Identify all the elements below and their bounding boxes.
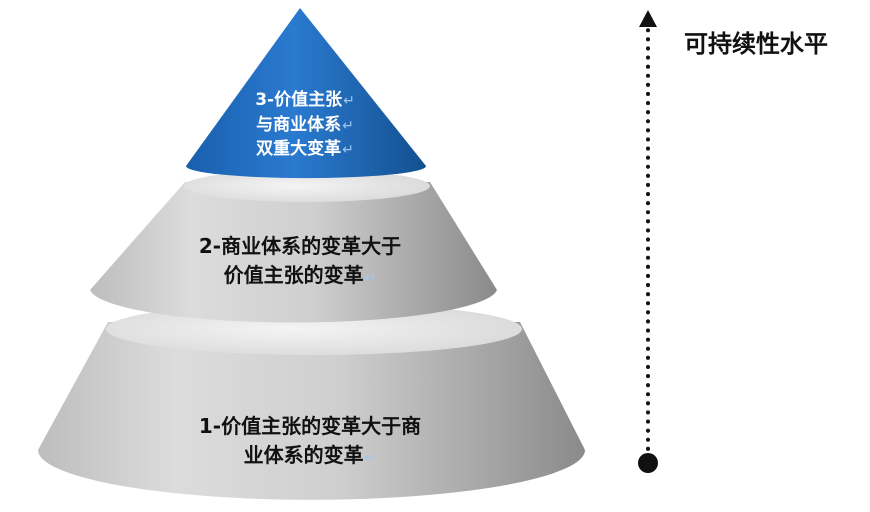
return-mark-icon: ↵ <box>342 117 354 134</box>
tier-3-label: 3-价值主张↵ 与商业体系↵ 双重大变革↵ <box>255 90 355 160</box>
axis-arrow-head-icon <box>639 10 657 27</box>
axis-label: 可持续性水平 <box>684 30 828 58</box>
tier-3-shape <box>186 8 426 179</box>
return-mark-icon: ↵ <box>364 450 377 466</box>
return-mark-icon: ↵ <box>343 93 355 109</box>
sustainability-axis <box>638 10 658 473</box>
tier-2-shape <box>90 170 497 323</box>
return-mark-icon: ↵ <box>364 270 377 286</box>
return-mark-icon: ↵ <box>342 142 354 159</box>
tier-2-label: 2-商业体系的变革大于 价值主张的变革↵ <box>198 234 402 287</box>
axis-origin-dot <box>638 453 658 473</box>
tier-1-label: 1-价值主张的变革大于商 业体系的变革↵ <box>198 414 422 467</box>
tier-1-shape <box>38 303 585 500</box>
